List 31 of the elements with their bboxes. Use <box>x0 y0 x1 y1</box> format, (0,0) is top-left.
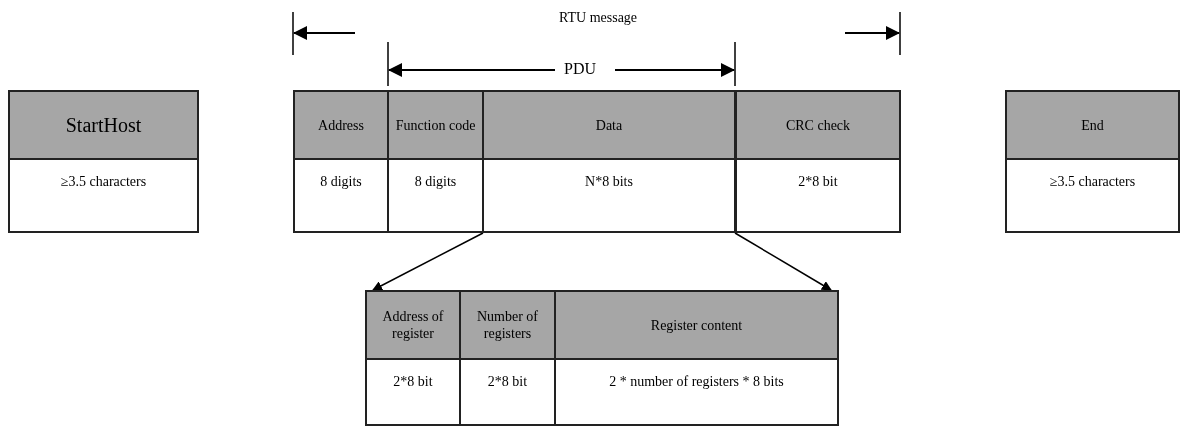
field-name: Number of registers <box>475 308 539 342</box>
dimension-label: RTU message <box>559 10 638 26</box>
field-size: ≥3.5 characters <box>1049 174 1136 190</box>
field-block <box>8 90 199 233</box>
field-name: StartHost <box>65 116 142 134</box>
dimension-label: PDU <box>564 60 596 78</box>
arrow <box>734 232 832 291</box>
field-name: Data <box>595 116 623 134</box>
field-block <box>482 90 736 233</box>
field-block <box>1005 90 1180 233</box>
field-size: 2*8 bit <box>798 174 838 190</box>
field-name: CRC check <box>785 116 851 134</box>
field-size: 8 digits <box>414 174 457 190</box>
field-name: Function code <box>395 116 476 134</box>
field-name: Address of register <box>381 308 445 342</box>
arrow <box>372 232 484 291</box>
field-block <box>365 290 461 426</box>
field-size: N*8 bits <box>585 174 633 190</box>
field-name: Register content <box>650 316 743 334</box>
field-size: 2*8 bit <box>393 374 433 390</box>
field-block <box>387 90 484 233</box>
field-size: 2*8 bit <box>487 374 528 390</box>
field-block <box>735 90 901 233</box>
field-size: ≥3.5 characters <box>60 174 147 190</box>
field-name: Address <box>318 116 364 134</box>
field-block <box>459 290 556 426</box>
field-name: End <box>1081 116 1104 134</box>
field-size: 2 * number of registers * 8 bits <box>609 374 784 390</box>
field-size: 8 digits <box>320 174 362 190</box>
field-block <box>554 290 839 426</box>
field-block <box>293 90 389 233</box>
